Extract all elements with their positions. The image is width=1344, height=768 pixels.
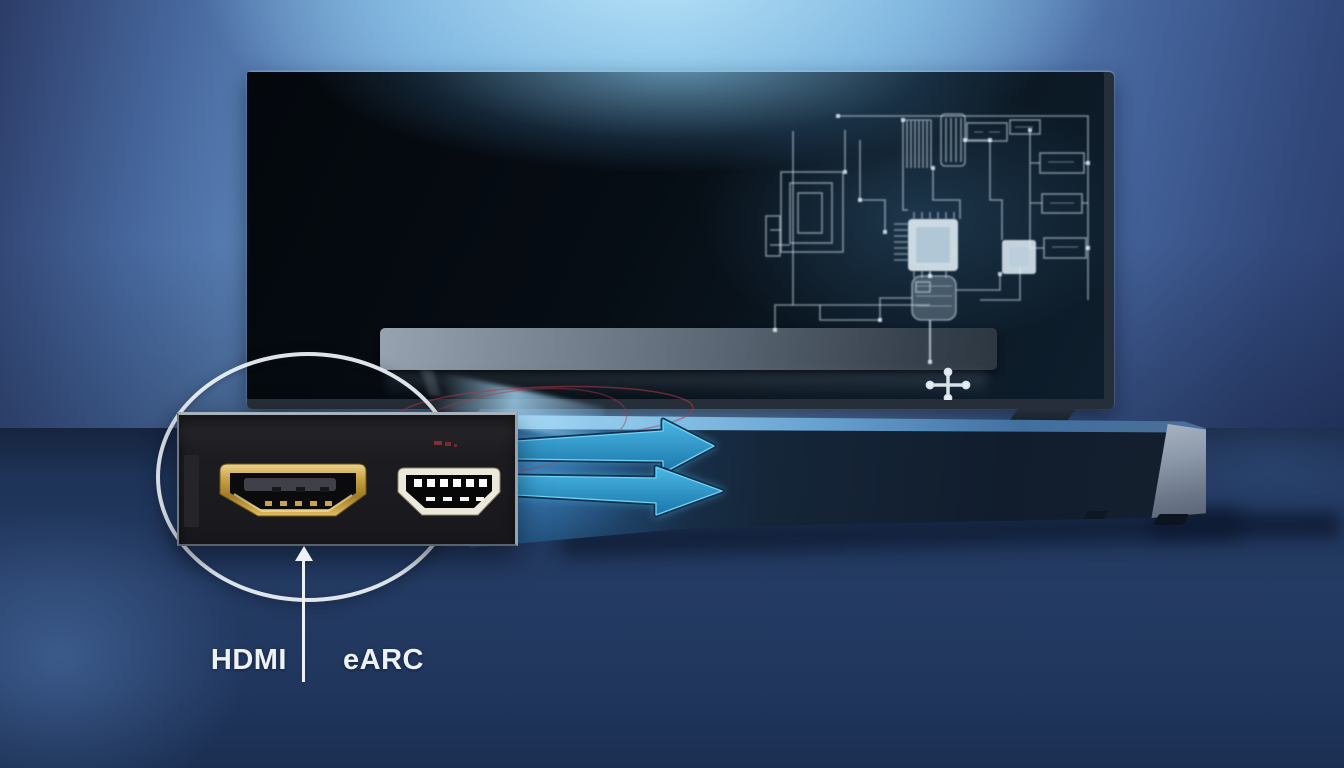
red-print-mark [445, 442, 451, 446]
label-hdmi: HDMI [210, 644, 287, 676]
pointer-line [302, 560, 305, 682]
signal-arrows-icon [514, 417, 725, 518]
onscreen-soundbar [380, 328, 997, 370]
soundbar-foot [1152, 514, 1190, 525]
circuit-schematic-icon [765, 113, 1090, 400]
red-print-mark [434, 441, 442, 445]
hdmi-port-icon [219, 463, 367, 517]
crosshair-icon [925, 367, 971, 400]
port-connectors [219, 463, 501, 517]
panel-recess [184, 455, 199, 527]
pointer-up-arrow-icon [295, 546, 313, 561]
red-print-mark [454, 444, 457, 447]
label-earc: eARC [343, 644, 424, 676]
earc-port-icon [397, 467, 501, 516]
